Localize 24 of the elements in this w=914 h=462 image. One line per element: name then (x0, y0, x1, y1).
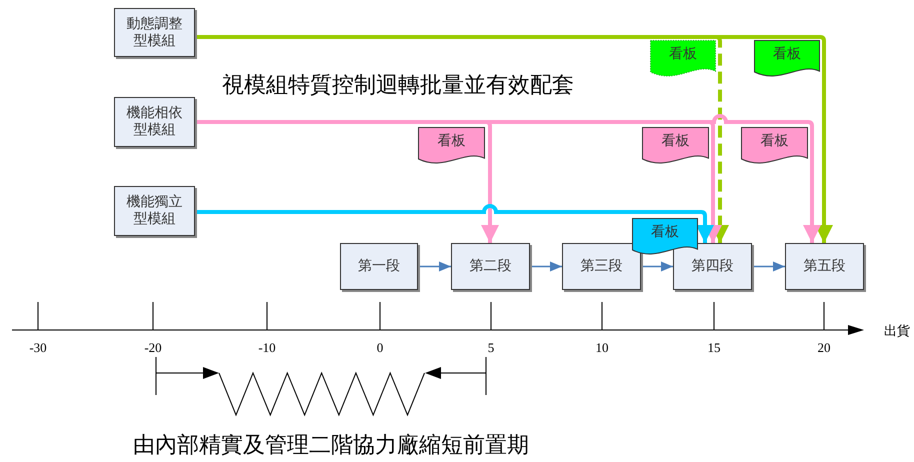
process-box: 動態調整型模組 (114, 8, 195, 57)
tick-label: -20 (144, 340, 162, 356)
tick-label: 10 (596, 340, 608, 356)
tick-label: 15 (708, 340, 720, 356)
process-box: 第五段 (785, 243, 864, 290)
process-box: 第四段 (673, 243, 752, 290)
tick-label: -30 (29, 340, 47, 356)
process-box: 第三段 (562, 243, 641, 290)
axis-label: 出貨 (884, 322, 910, 340)
arrow (530, 262, 562, 272)
tick-label: 5 (488, 340, 494, 356)
tick-label: -10 (258, 340, 276, 356)
tick-label: 0 (376, 340, 384, 356)
heading: 視模組特質控制迴轉批量並有效配套 (222, 71, 574, 99)
process-box: 機能相依型模組 (114, 97, 195, 147)
arrow (752, 262, 785, 272)
process-box: 機能獨立型模組 (114, 186, 195, 236)
process-box: 第二段 (451, 243, 530, 290)
tick-label: 20 (818, 340, 830, 356)
process-box: 第一段 (340, 243, 418, 290)
arrow (641, 262, 673, 272)
caption-text: 由內部精實及管理二階協力廠縮短前置期 (133, 431, 529, 459)
arrow (195, 204, 714, 243)
arrow (418, 262, 451, 272)
